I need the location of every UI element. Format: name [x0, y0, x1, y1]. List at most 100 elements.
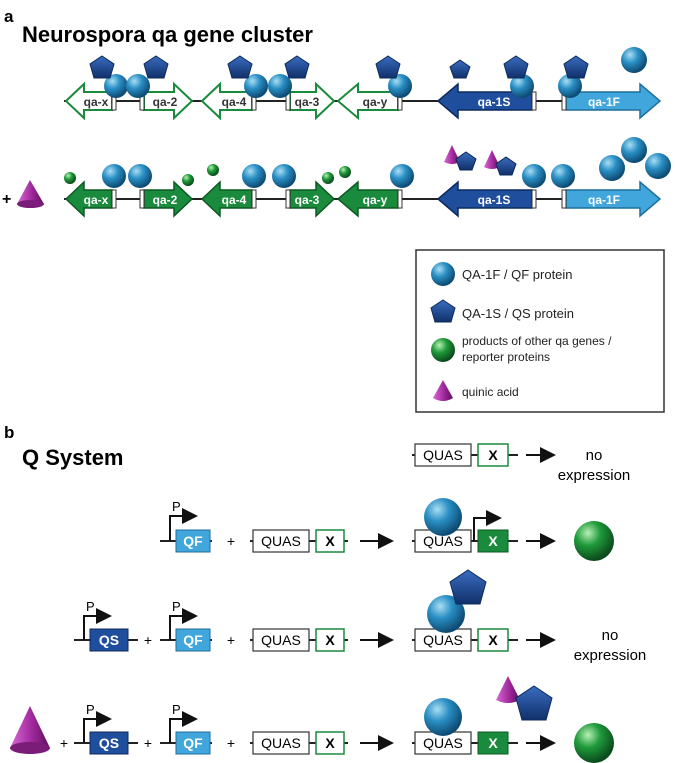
gene-qa-1F: qa-1F — [565, 82, 662, 120]
cluster-row-uninduced: qa-x qa-2 qa-4 qa-3 qa-y qa-1S — [64, 47, 662, 121]
plus-sign: + — [2, 191, 11, 208]
legend-item-qf: QA-1F / QF protein — [431, 262, 573, 286]
qs-pentagon — [89, 55, 115, 79]
qf-sphere — [599, 155, 625, 181]
qf-sphere — [128, 164, 152, 188]
qf-label: QF — [183, 632, 203, 648]
q-row-4: + P QS + P QF + QUAS X QUAS X — [10, 676, 614, 763]
qf-sphere — [522, 164, 546, 188]
plus-sign: + — [227, 632, 235, 648]
green-sphere-small — [207, 164, 219, 176]
qs-pentagon — [227, 55, 253, 79]
promoter-label: P — [86, 702, 95, 717]
blue-sphere-icon — [431, 262, 455, 286]
gene-label: qa-1F — [588, 193, 620, 207]
panel-a-title: Neurospora qa gene cluster — [22, 22, 313, 47]
promoter-label: P — [86, 599, 95, 614]
legend-text: QA-1F / QF protein — [462, 267, 573, 282]
legend-item-qs: QA-1S / QS protein — [430, 299, 574, 323]
qf-sphere — [621, 47, 647, 73]
qf-label: QF — [183, 533, 203, 549]
quas-label: QUAS — [261, 632, 301, 648]
qs-pentagon — [284, 55, 310, 79]
legend-item-other: products of other qa genes / reporter pr… — [431, 334, 612, 364]
plus-sign: + — [227, 735, 235, 751]
quas-label: QUAS — [423, 632, 463, 648]
no-expression-line1: no — [586, 447, 603, 464]
x-label: X — [488, 632, 498, 648]
gene-label: qa-1S — [478, 95, 511, 109]
green-sphere-small — [339, 166, 351, 178]
panel-b-title: Q System — [22, 445, 124, 470]
quas-label: QUAS — [423, 533, 463, 549]
green-sphere-small — [182, 174, 194, 186]
q-row-1: QUAS X no expression — [412, 443, 630, 484]
x-box — [477, 443, 509, 467]
green-sphere — [574, 723, 614, 763]
plus-sign: + — [60, 735, 68, 751]
qf-sphere — [645, 153, 671, 179]
legend-text: quinic acid — [462, 385, 519, 399]
cluster-row-induced: + qa-x qa-2 qa-4 qa-3 qa-y — [2, 137, 671, 218]
green-sphere-small — [322, 172, 334, 184]
legend: QA-1F / QF protein QA-1S / QS protein pr… — [415, 249, 665, 413]
qs-label: QS — [99, 735, 119, 751]
qs-pentagon — [503, 55, 529, 79]
gene-qa-3: qa-3 — [289, 180, 336, 218]
qs-pentagon — [449, 59, 471, 79]
panel-a-label: a — [4, 7, 14, 26]
qf-box — [175, 529, 211, 553]
gene-qa-2: qa-2 — [143, 81, 194, 121]
legend-text-line2: reporter proteins — [462, 350, 550, 364]
q-row-2: P QF + QUAS X QUAS X — [160, 498, 614, 561]
promoter-label: P — [172, 599, 181, 614]
qf-sphere — [104, 74, 128, 98]
qs-pentagon — [515, 685, 553, 721]
q-row-3: P QS + P QF + QUAS X QUAS X no expressio… — [74, 569, 646, 664]
no-expression-line1: no — [602, 627, 619, 644]
quas-label: QUAS — [261, 735, 301, 751]
plus-sign: + — [144, 735, 152, 751]
gene-label: qa-y — [363, 193, 388, 207]
qf-sphere — [390, 164, 414, 188]
quinic-acid-cone — [496, 676, 520, 703]
x-label: X — [325, 533, 335, 549]
qf-sphere — [126, 74, 150, 98]
qs-pentagon — [455, 151, 477, 171]
gene-qa-4: qa-4 — [200, 180, 253, 218]
legend-text-line1: products of other qa genes / — [462, 334, 612, 348]
quas-box — [414, 443, 472, 467]
qf-sphere — [427, 595, 465, 633]
gene-label: qa-x — [84, 193, 109, 207]
qf-sphere — [621, 137, 647, 163]
gene-label: qa-3 — [295, 193, 320, 207]
gene-label: qa-4 — [222, 193, 247, 207]
gene-qa-1F: qa-1F — [565, 180, 662, 218]
legend-text: QA-1S / QS protein — [462, 306, 574, 321]
qf-sphere — [268, 74, 292, 98]
quas-label: QUAS — [261, 533, 301, 549]
x-label: X — [488, 447, 498, 463]
x-label: X — [488, 735, 498, 751]
gene-qa-1S: qa-1S — [436, 180, 533, 218]
quas-label: QUAS — [423, 447, 463, 463]
quinic-acid-cone — [17, 180, 44, 208]
gene-label: qa-1S — [478, 193, 511, 207]
gene-qa-3: qa-3 — [289, 81, 336, 121]
green-sphere — [574, 521, 614, 561]
gene-label: qa-y — [363, 95, 388, 109]
panel-b-label: b — [4, 423, 14, 442]
x-label: X — [488, 533, 498, 549]
qf-sphere — [388, 74, 412, 98]
gene-qa-x: qa-x — [64, 180, 113, 218]
qs-pentagon — [495, 156, 517, 176]
gene-label: qa-1F — [588, 95, 620, 109]
qf-sphere — [424, 698, 462, 736]
green-sphere-small — [64, 172, 76, 184]
navy-pentagon-icon — [430, 299, 456, 323]
qs-pentagon — [375, 55, 401, 79]
qf-sphere — [558, 74, 582, 98]
legend-item-quinic: quinic acid — [433, 380, 519, 401]
qf-sphere — [424, 498, 462, 536]
